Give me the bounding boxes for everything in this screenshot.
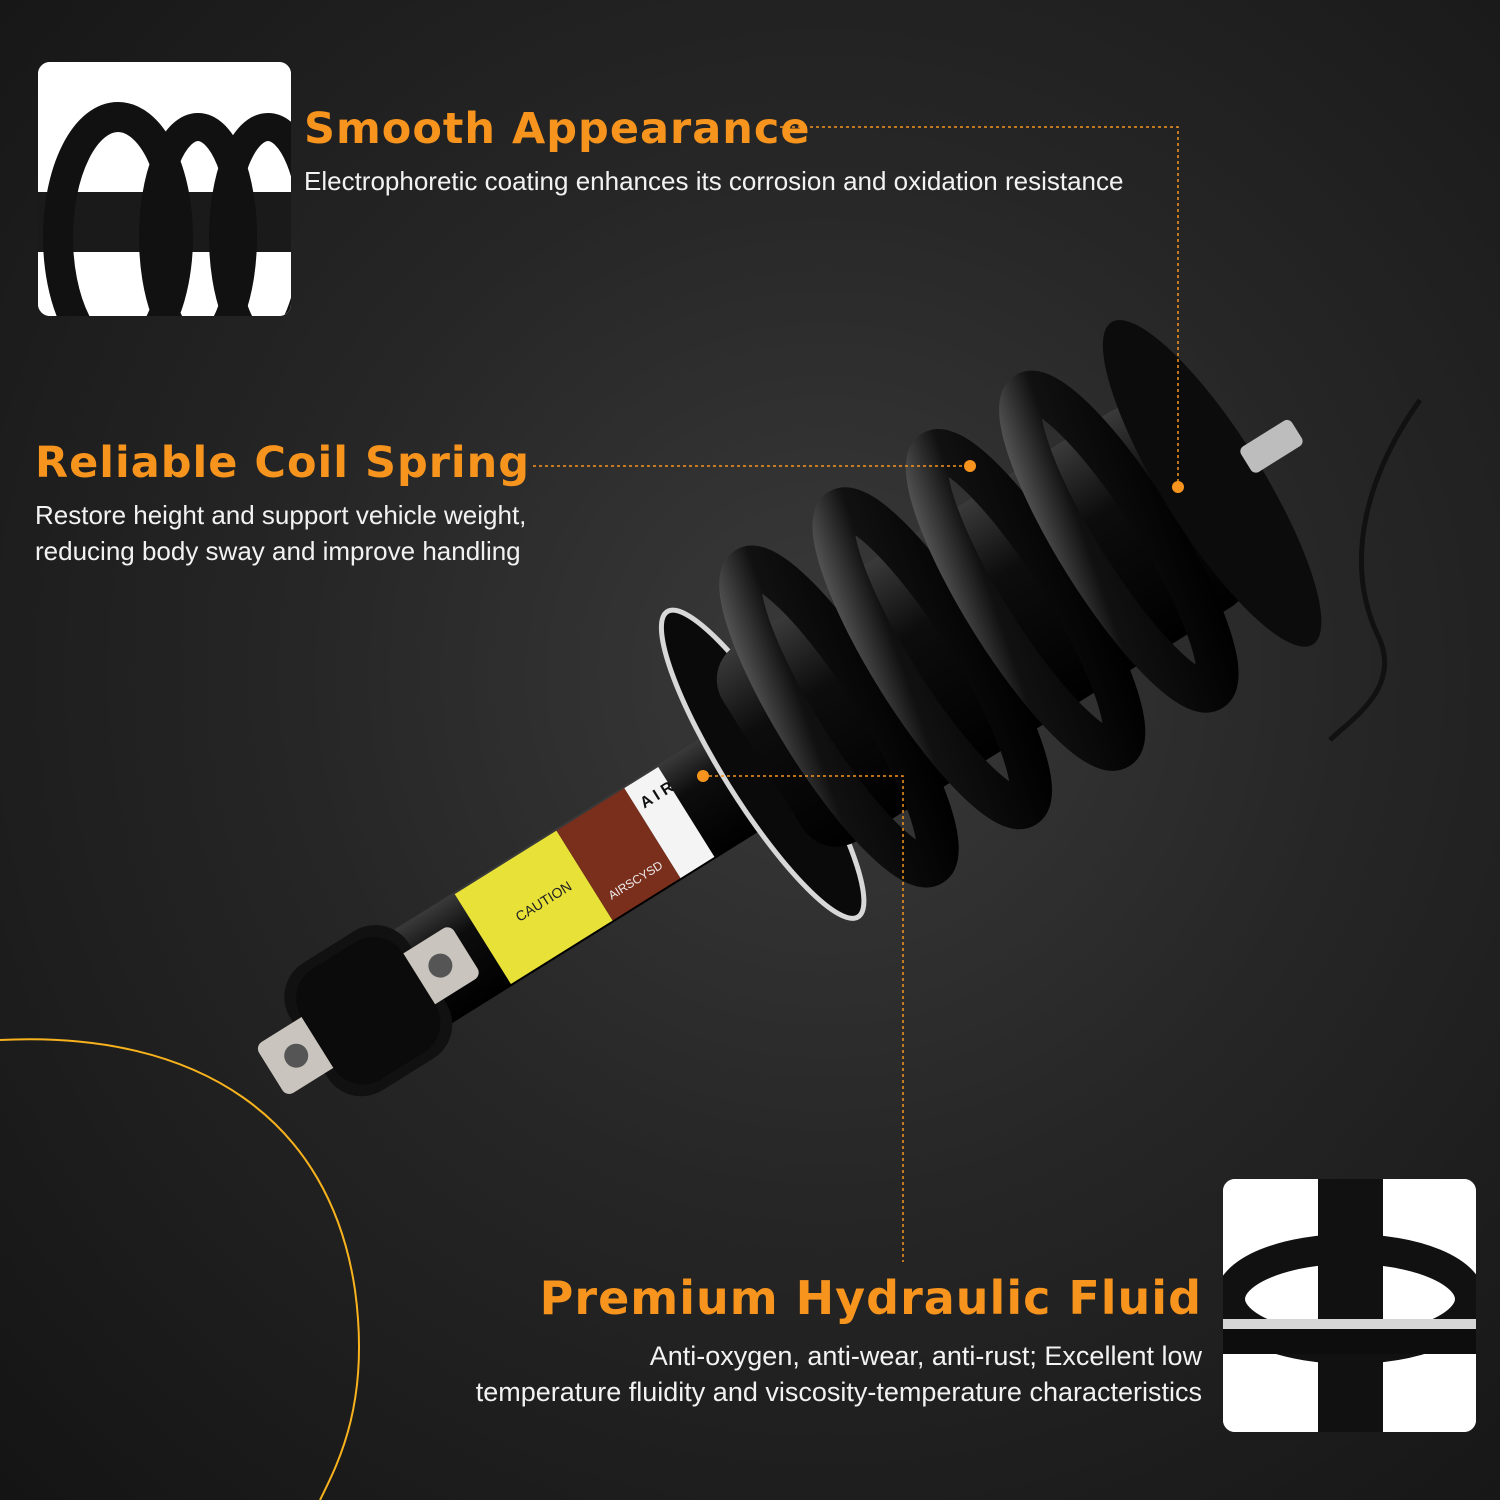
- feature-desc-smooth-appearance: Electrophoretic coating enhances its cor…: [304, 166, 1124, 196]
- feature-desc-line: Restore height and support vehicle weigh…: [35, 500, 527, 530]
- spring-seat-thumbnail: [1223, 1179, 1476, 1432]
- feature-title-hydraulic-fluid: Premium Hydraulic Fluid: [539, 1271, 1202, 1325]
- coil-closeup-thumbnail: [38, 62, 291, 316]
- feature-desc-line: temperature fluidity and viscosity-tempe…: [475, 1377, 1202, 1407]
- feature-desc-hydraulic-fluid: Anti-oxygen, anti-wear, anti-rust; Excel…: [476, 1338, 1202, 1410]
- feature-desc-line: Anti-oxygen, anti-wear, anti-rust; Excel…: [649, 1341, 1202, 1371]
- feature-desc-line: reducing body sway and improve handling: [35, 536, 521, 566]
- feature-title-smooth-appearance: Smooth Appearance: [304, 104, 811, 154]
- feature-desc-coil-spring: Restore height and support vehicle weigh…: [35, 497, 526, 569]
- feature-title-coil-spring: Reliable Coil Spring: [35, 438, 531, 488]
